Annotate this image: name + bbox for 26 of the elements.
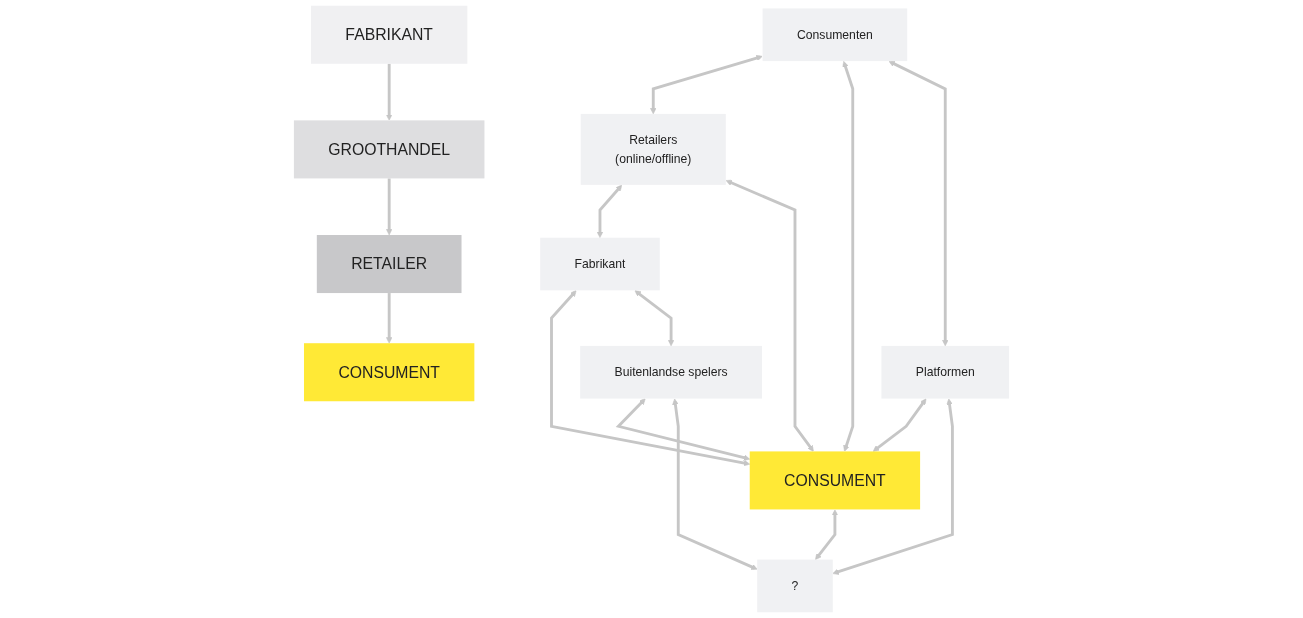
arrow bbox=[550, 290, 750, 467]
node-box: Platformen bbox=[881, 345, 1010, 399]
arrow bbox=[725, 179, 814, 452]
arrow bbox=[672, 398, 758, 570]
node-box: ? bbox=[757, 559, 833, 613]
arrow bbox=[386, 293, 393, 344]
arrow bbox=[872, 398, 927, 452]
arrow bbox=[832, 398, 954, 575]
node-box: Fabrikant bbox=[540, 237, 660, 291]
node-box: Buitenlandse spelers bbox=[580, 345, 763, 399]
arrow bbox=[386, 63, 393, 121]
arrow bbox=[634, 290, 675, 347]
arrow bbox=[596, 184, 623, 238]
arrow bbox=[615, 398, 750, 461]
arrow bbox=[650, 54, 763, 115]
node-box: CONSUMENT bbox=[304, 343, 475, 402]
arrow bbox=[815, 509, 839, 560]
node-box: Consumenten bbox=[762, 8, 908, 62]
node-box: CONSUMENT bbox=[749, 451, 921, 510]
node-box: Retailers (online/offline) bbox=[580, 113, 726, 185]
arrow bbox=[888, 60, 949, 347]
node-box: FABRIKANT bbox=[311, 5, 468, 64]
node-box: GROOTHANDEL bbox=[293, 120, 485, 179]
arrow bbox=[386, 178, 393, 236]
node-box: RETAILER bbox=[316, 235, 462, 294]
arrow bbox=[842, 61, 855, 452]
